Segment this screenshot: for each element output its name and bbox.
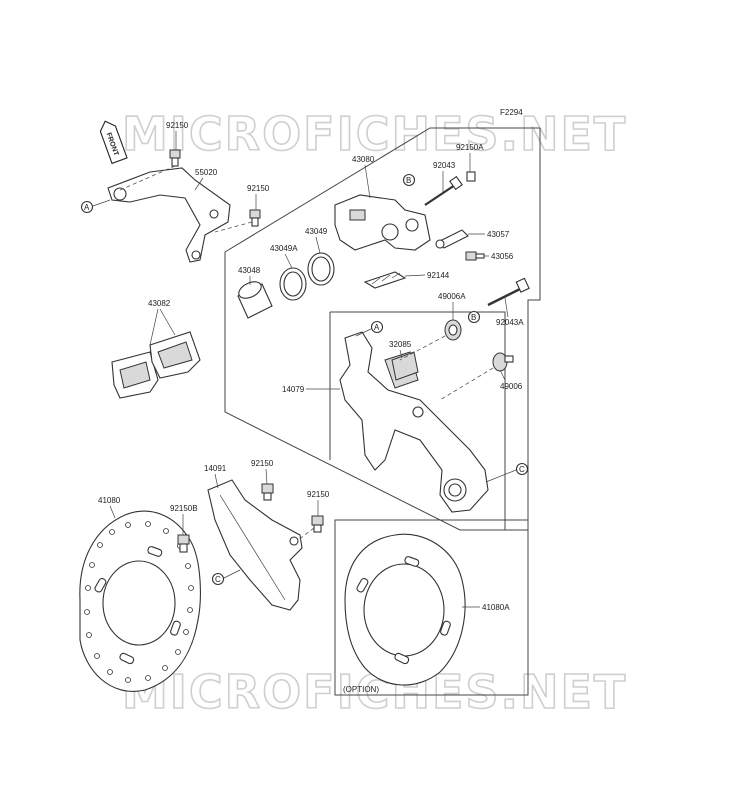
part-43080-caliper: [334, 194, 431, 251]
label-92150B: 92150B: [170, 504, 198, 513]
callout-b-caliper-label: B: [406, 176, 411, 185]
label-49006: 49006: [500, 382, 523, 391]
callout-a-pedal-label: A: [84, 203, 90, 212]
label-14079: 14079: [282, 385, 305, 394]
leader-49006: [499, 369, 506, 381]
label-92150-low: 92150: [251, 459, 274, 468]
piston-43048-icon: [237, 281, 273, 319]
leader-92043A: [504, 297, 509, 318]
label-92150A: 92150A: [456, 143, 484, 152]
bolt-92150-mid-icon: [249, 209, 261, 227]
dash-92150-top: [119, 165, 176, 191]
dash-92150-mid: [214, 221, 253, 233]
bolt-92150-low2-icon: [311, 515, 324, 533]
part-14091-guard: [207, 479, 303, 611]
bolt-92150-top-icon: [169, 149, 181, 167]
callout-a-bracket-label: A: [374, 323, 380, 332]
dash-49006: [439, 367, 494, 401]
seal-43049A-icon: [279, 267, 307, 301]
part-55020-bracket: [107, 167, 231, 263]
label-41080A: 41080A: [482, 603, 510, 612]
dash-92150-low2: [297, 527, 315, 541]
disc-41080: [79, 510, 201, 692]
leader-43049: [315, 236, 321, 254]
callout-a-pedal: [80, 200, 94, 214]
seal-43049-icon: [307, 252, 335, 286]
label-55020: 55020: [195, 168, 218, 177]
label-92150-mid: 92150: [247, 184, 270, 193]
leader-32085: [399, 349, 403, 359]
leader-92144: [404, 274, 426, 277]
option-frame: [334, 519, 529, 696]
bleeder-43056-icon: [465, 251, 485, 261]
leader-43082-a: [149, 308, 159, 346]
pin-92043-icon: [424, 175, 463, 206]
part-43057-link: [435, 229, 469, 249]
brake-pads-43082: [111, 331, 201, 399]
callout-b-boot: [467, 310, 481, 324]
label-92150-low2: 92150: [307, 490, 330, 499]
label-14091: 14091: [204, 464, 227, 473]
plug-92150A-icon: [466, 171, 476, 182]
leader-43049A: [284, 253, 293, 269]
label-43048: 43048: [238, 266, 261, 275]
leader-41080: [109, 505, 116, 519]
caliper-assembly-frame: [224, 127, 541, 531]
leader-c-guard: [223, 569, 241, 579]
dash-49006A: [399, 335, 446, 361]
callout-a-bracket: [370, 320, 384, 334]
callout-c-guard-label: C: [215, 575, 221, 584]
front-arrow-icon: FRONT: [99, 120, 128, 165]
callout-c-bracket-label: C: [519, 465, 525, 474]
label-92043: 92043: [433, 161, 456, 170]
leader-a-pedal: [92, 199, 111, 207]
disc-41080A: [344, 533, 466, 686]
label-49006A: 49006A: [438, 292, 466, 301]
label-41080: 41080: [98, 496, 121, 505]
leader-92150-low: [265, 468, 268, 485]
callout-b-boot-label: B: [471, 313, 476, 322]
bracket-subframe: [330, 311, 506, 530]
label-92043A: 92043A: [496, 318, 524, 327]
label-43049A: 43049A: [270, 244, 298, 253]
label-43056: 43056: [491, 252, 514, 261]
label-43049: 43049: [305, 227, 328, 236]
label-92144: 92144: [427, 271, 450, 280]
clip-32085-icon: [391, 351, 419, 381]
figure-code: F2294: [500, 108, 523, 117]
boot-49006-icon: [492, 352, 514, 372]
option-note: (OPTION): [343, 685, 379, 694]
boot-49006A-icon: [444, 319, 462, 341]
label-32085: 32085: [389, 340, 412, 349]
leader-14091: [214, 473, 219, 489]
leader-43082-b: [159, 308, 176, 336]
label-43082: 43082: [148, 299, 171, 308]
label-43080: 43080: [352, 155, 375, 164]
watermark-top: MICROFICHES.NET: [122, 107, 627, 161]
bolt-92150-low-icon: [261, 483, 274, 501]
pin-92043A-icon: [487, 277, 530, 307]
label-43057: 43057: [487, 230, 510, 239]
leader-a-bracket: [355, 328, 372, 337]
label-92150-top: 92150: [166, 121, 189, 130]
bolt-92150B-icon: [177, 534, 190, 553]
leader-c-bracket: [485, 469, 517, 483]
spring-92144-icon: [363, 271, 407, 289]
callout-c-guard: [211, 572, 225, 586]
callout-c-bracket: [515, 462, 529, 476]
leader-43080: [364, 164, 371, 199]
callout-b-caliper: [402, 173, 416, 187]
leader-55020: [194, 177, 204, 191]
